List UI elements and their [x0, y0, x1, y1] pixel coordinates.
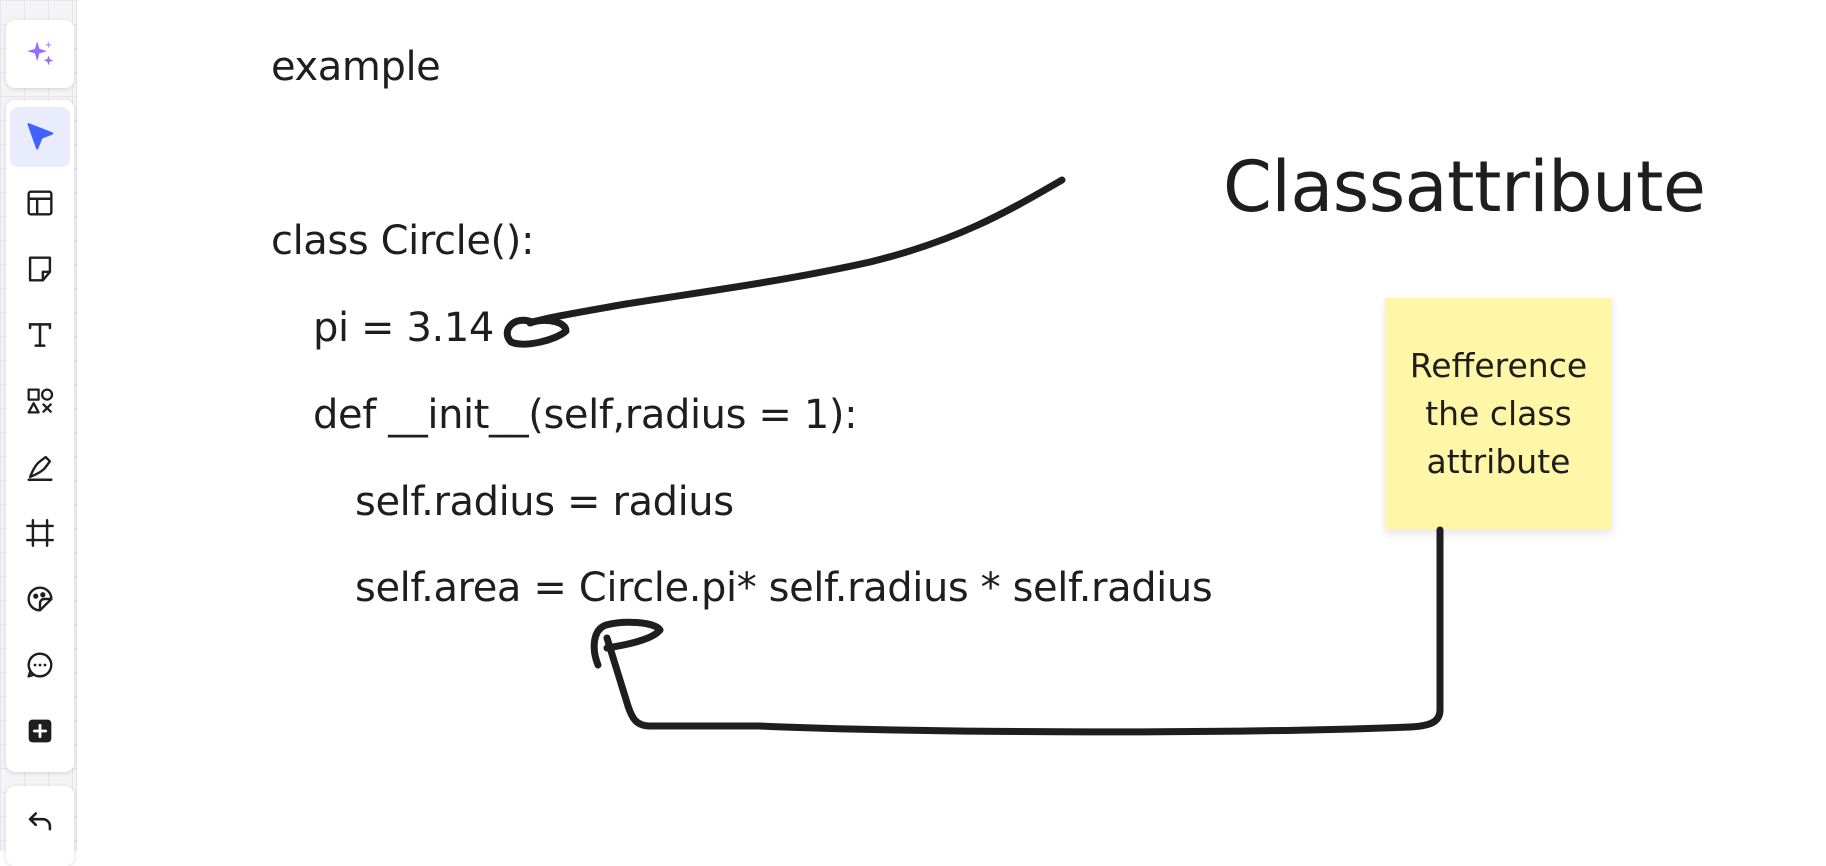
- code-line-init[interactable]: def __init__(self,radius = 1):: [313, 392, 858, 438]
- main-toolbar: [6, 100, 74, 772]
- more-apps-tool-button[interactable]: [10, 701, 70, 761]
- plus-square-icon: [28, 719, 52, 743]
- comment-icon: [27, 652, 53, 678]
- stickers-tool-button[interactable]: [10, 569, 70, 629]
- undo-button[interactable]: [10, 792, 70, 852]
- sticky-note[interactable]: Refference the class attribute: [1385, 298, 1612, 530]
- sticky-note-icon: [28, 256, 52, 282]
- code-line-radius[interactable]: self.radius = radius: [355, 479, 734, 525]
- text-tool-button[interactable]: [10, 305, 70, 365]
- frame-icon: [26, 519, 54, 547]
- code-line-class[interactable]: class Circle():: [271, 218, 535, 264]
- code-line-area[interactable]: self.area = Circle.pi* self.radius * sel…: [355, 565, 1213, 611]
- ai-assist-button[interactable]: [10, 24, 70, 84]
- sticky-note-text: Refference the class attribute: [1409, 346, 1588, 481]
- pen-icon: [27, 455, 53, 481]
- select-tool-button[interactable]: [10, 107, 70, 167]
- sticky-note-tool-button[interactable]: [10, 239, 70, 299]
- class-attribute-label[interactable]: Classattribute: [1223, 146, 1706, 228]
- shapes-tool-button[interactable]: [10, 371, 70, 431]
- code-line-pi[interactable]: pi = 3.14: [313, 305, 494, 351]
- layout-icon: [27, 190, 53, 216]
- comment-tool-button[interactable]: [10, 635, 70, 695]
- templates-tool-button[interactable]: [10, 173, 70, 233]
- board-canvas[interactable]: example class Circle(): pi = 3.14 def __…: [77, 0, 1826, 851]
- sticker-icon: [27, 586, 53, 612]
- undo-icon: [28, 812, 52, 831]
- cursor-arrow-icon: [27, 123, 54, 150]
- shapes-icon: [27, 388, 54, 414]
- frame-tool-button[interactable]: [10, 503, 70, 563]
- text-icon: [28, 323, 52, 347]
- ai-toolbar: [6, 20, 74, 88]
- sparkle-icon: [27, 41, 54, 66]
- code-line-example[interactable]: example: [271, 44, 441, 90]
- pen-tool-button[interactable]: [10, 437, 70, 497]
- undo-toolbar: [6, 786, 74, 866]
